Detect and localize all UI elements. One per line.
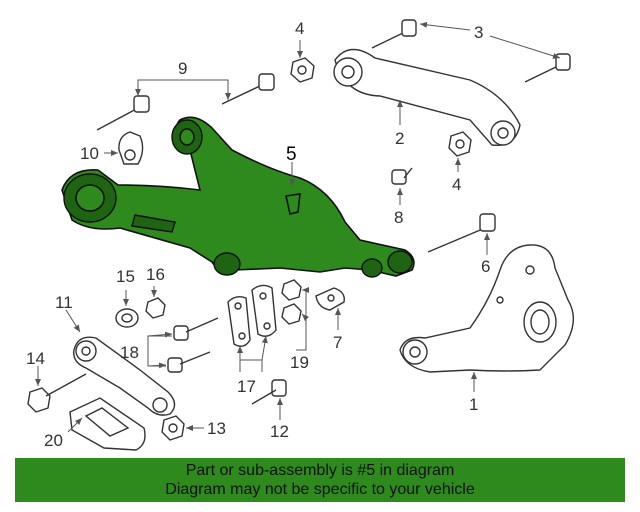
banner-line-2: Diagram may not be specific to your vehi… xyxy=(165,481,475,498)
lower-control-arm-highlighted[interactable] xyxy=(61,116,415,278)
bolt-8[interactable] xyxy=(391,167,413,185)
callout-3: 3 xyxy=(474,23,483,42)
callout-16: 16 xyxy=(146,265,165,284)
bolt-9a[interactable] xyxy=(96,95,150,131)
parts-diagram: 1 2 3 4 4 5 6 7 8 9 10 11 12 13 14 15 16… xyxy=(26,19,574,451)
callout-6: 6 xyxy=(481,257,490,276)
nut-16[interactable] xyxy=(145,297,166,319)
callout-11: 11 xyxy=(55,293,73,312)
bolt-18a[interactable] xyxy=(173,317,219,341)
callout-15: 15 xyxy=(116,267,135,286)
callout-4-top: 4 xyxy=(295,19,304,38)
cam-washer-10[interactable] xyxy=(118,131,144,165)
bracket-20[interactable] xyxy=(69,397,146,451)
bolt-9b[interactable] xyxy=(221,73,275,105)
callout-13: 13 xyxy=(207,419,226,438)
callout-12: 12 xyxy=(270,422,289,441)
nut-19b[interactable] xyxy=(281,303,302,325)
callout-19: 19 xyxy=(290,353,309,372)
callout-17: 17 xyxy=(237,377,256,396)
bolt-3b[interactable] xyxy=(524,53,571,83)
bolt-18b[interactable] xyxy=(167,351,211,373)
callout-14: 14 xyxy=(26,349,45,368)
leader-lines xyxy=(35,21,561,433)
knuckle-1[interactable] xyxy=(399,244,574,373)
callout-7: 7 xyxy=(333,333,342,352)
link-11[interactable] xyxy=(73,336,176,416)
nut-19a[interactable] xyxy=(281,279,302,301)
bolt-12[interactable] xyxy=(251,379,287,405)
nut-4-top[interactable] xyxy=(290,57,315,83)
callout-9: 9 xyxy=(178,59,187,78)
callout-4-mid: 4 xyxy=(452,175,461,194)
bracket-7[interactable] xyxy=(315,287,345,311)
callout-5: 5 xyxy=(286,144,297,165)
nut-13[interactable] xyxy=(161,415,185,441)
callout-2: 2 xyxy=(395,129,404,148)
callout-8: 8 xyxy=(394,208,403,227)
banner-line-1: Part or sub-assembly is #5 in diagram xyxy=(185,462,455,479)
callout-18: 18 xyxy=(120,343,139,362)
washer-15[interactable] xyxy=(115,308,139,328)
plates-17[interactable] xyxy=(227,284,277,347)
callout-20: 20 xyxy=(44,431,63,450)
bolt-6[interactable] xyxy=(427,213,496,253)
info-banner: Part or sub-assembly is #5 in diagram Di… xyxy=(15,458,625,502)
callout-10: 10 xyxy=(80,144,99,163)
bolt-3a[interactable] xyxy=(371,19,417,49)
callout-1: 1 xyxy=(469,395,478,414)
nut-4-mid[interactable] xyxy=(448,131,472,157)
bolt-14[interactable] xyxy=(27,373,87,413)
upper-link-arm[interactable] xyxy=(333,48,521,147)
